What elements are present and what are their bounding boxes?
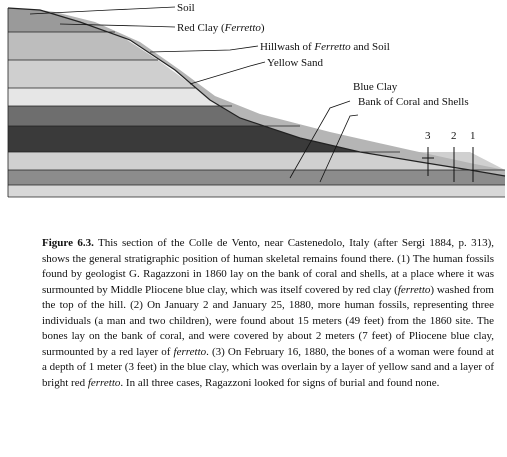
hillwash-layer: [8, 60, 196, 88]
marker-3: 3: [425, 130, 431, 142]
label-hillwash: Hillwash of Ferretto and Soil: [260, 41, 390, 53]
yellow-sand-layer: [8, 88, 232, 106]
figure-number: Figure 6.3.: [42, 237, 94, 249]
blue-clay-layer-lower: [8, 152, 505, 170]
marker-1: 1: [470, 130, 476, 142]
caption-text-2: ) washed from the top of the hill. (2) O…: [42, 283, 494, 358]
caption-text-4: . In all three cases, Ragazzoni looked f…: [120, 376, 440, 389]
label-red-clay: Red Clay (Ferretto): [177, 22, 265, 34]
label-yellow-sand: Yellow Sand: [267, 57, 324, 69]
base-layer: [8, 185, 505, 197]
stratigraphic-section-figure: Soil Red Clay (Ferretto) Hillwash of Fer…: [7, 2, 506, 198]
label-blue-clay: Blue Clay: [353, 81, 398, 93]
label-coral-bank: Bank of Coral and Shells: [358, 96, 469, 108]
caption-italic-ferretto-3: ferretto: [87, 376, 121, 389]
caption-italic-ferretto-1: ferretto: [397, 283, 431, 296]
caption-italic-ferretto-2: ferretto: [173, 345, 207, 358]
layer-boundaries: [7, 8, 505, 198]
site-markers: 3 2 1: [422, 130, 476, 182]
caption-text-3: . (3) On February 16, 1880, the bones of…: [42, 345, 495, 389]
caption-text-1: This section of the Colle de Vento, near…: [42, 237, 494, 296]
blue-clay-layer-mid: [8, 106, 300, 126]
coral-bank-layer: [8, 170, 505, 185]
label-soil: Soil: [177, 2, 195, 14]
red-clay-layer: [8, 32, 158, 60]
figure-caption: Figure 6.3. This section of the Colle de…: [42, 236, 494, 391]
section-diagram: Soil Red Clay (Ferretto) Hillwash of Fer…: [7, 2, 506, 198]
marker-2: 2: [451, 130, 457, 142]
label-leaders: [29, 6, 359, 183]
